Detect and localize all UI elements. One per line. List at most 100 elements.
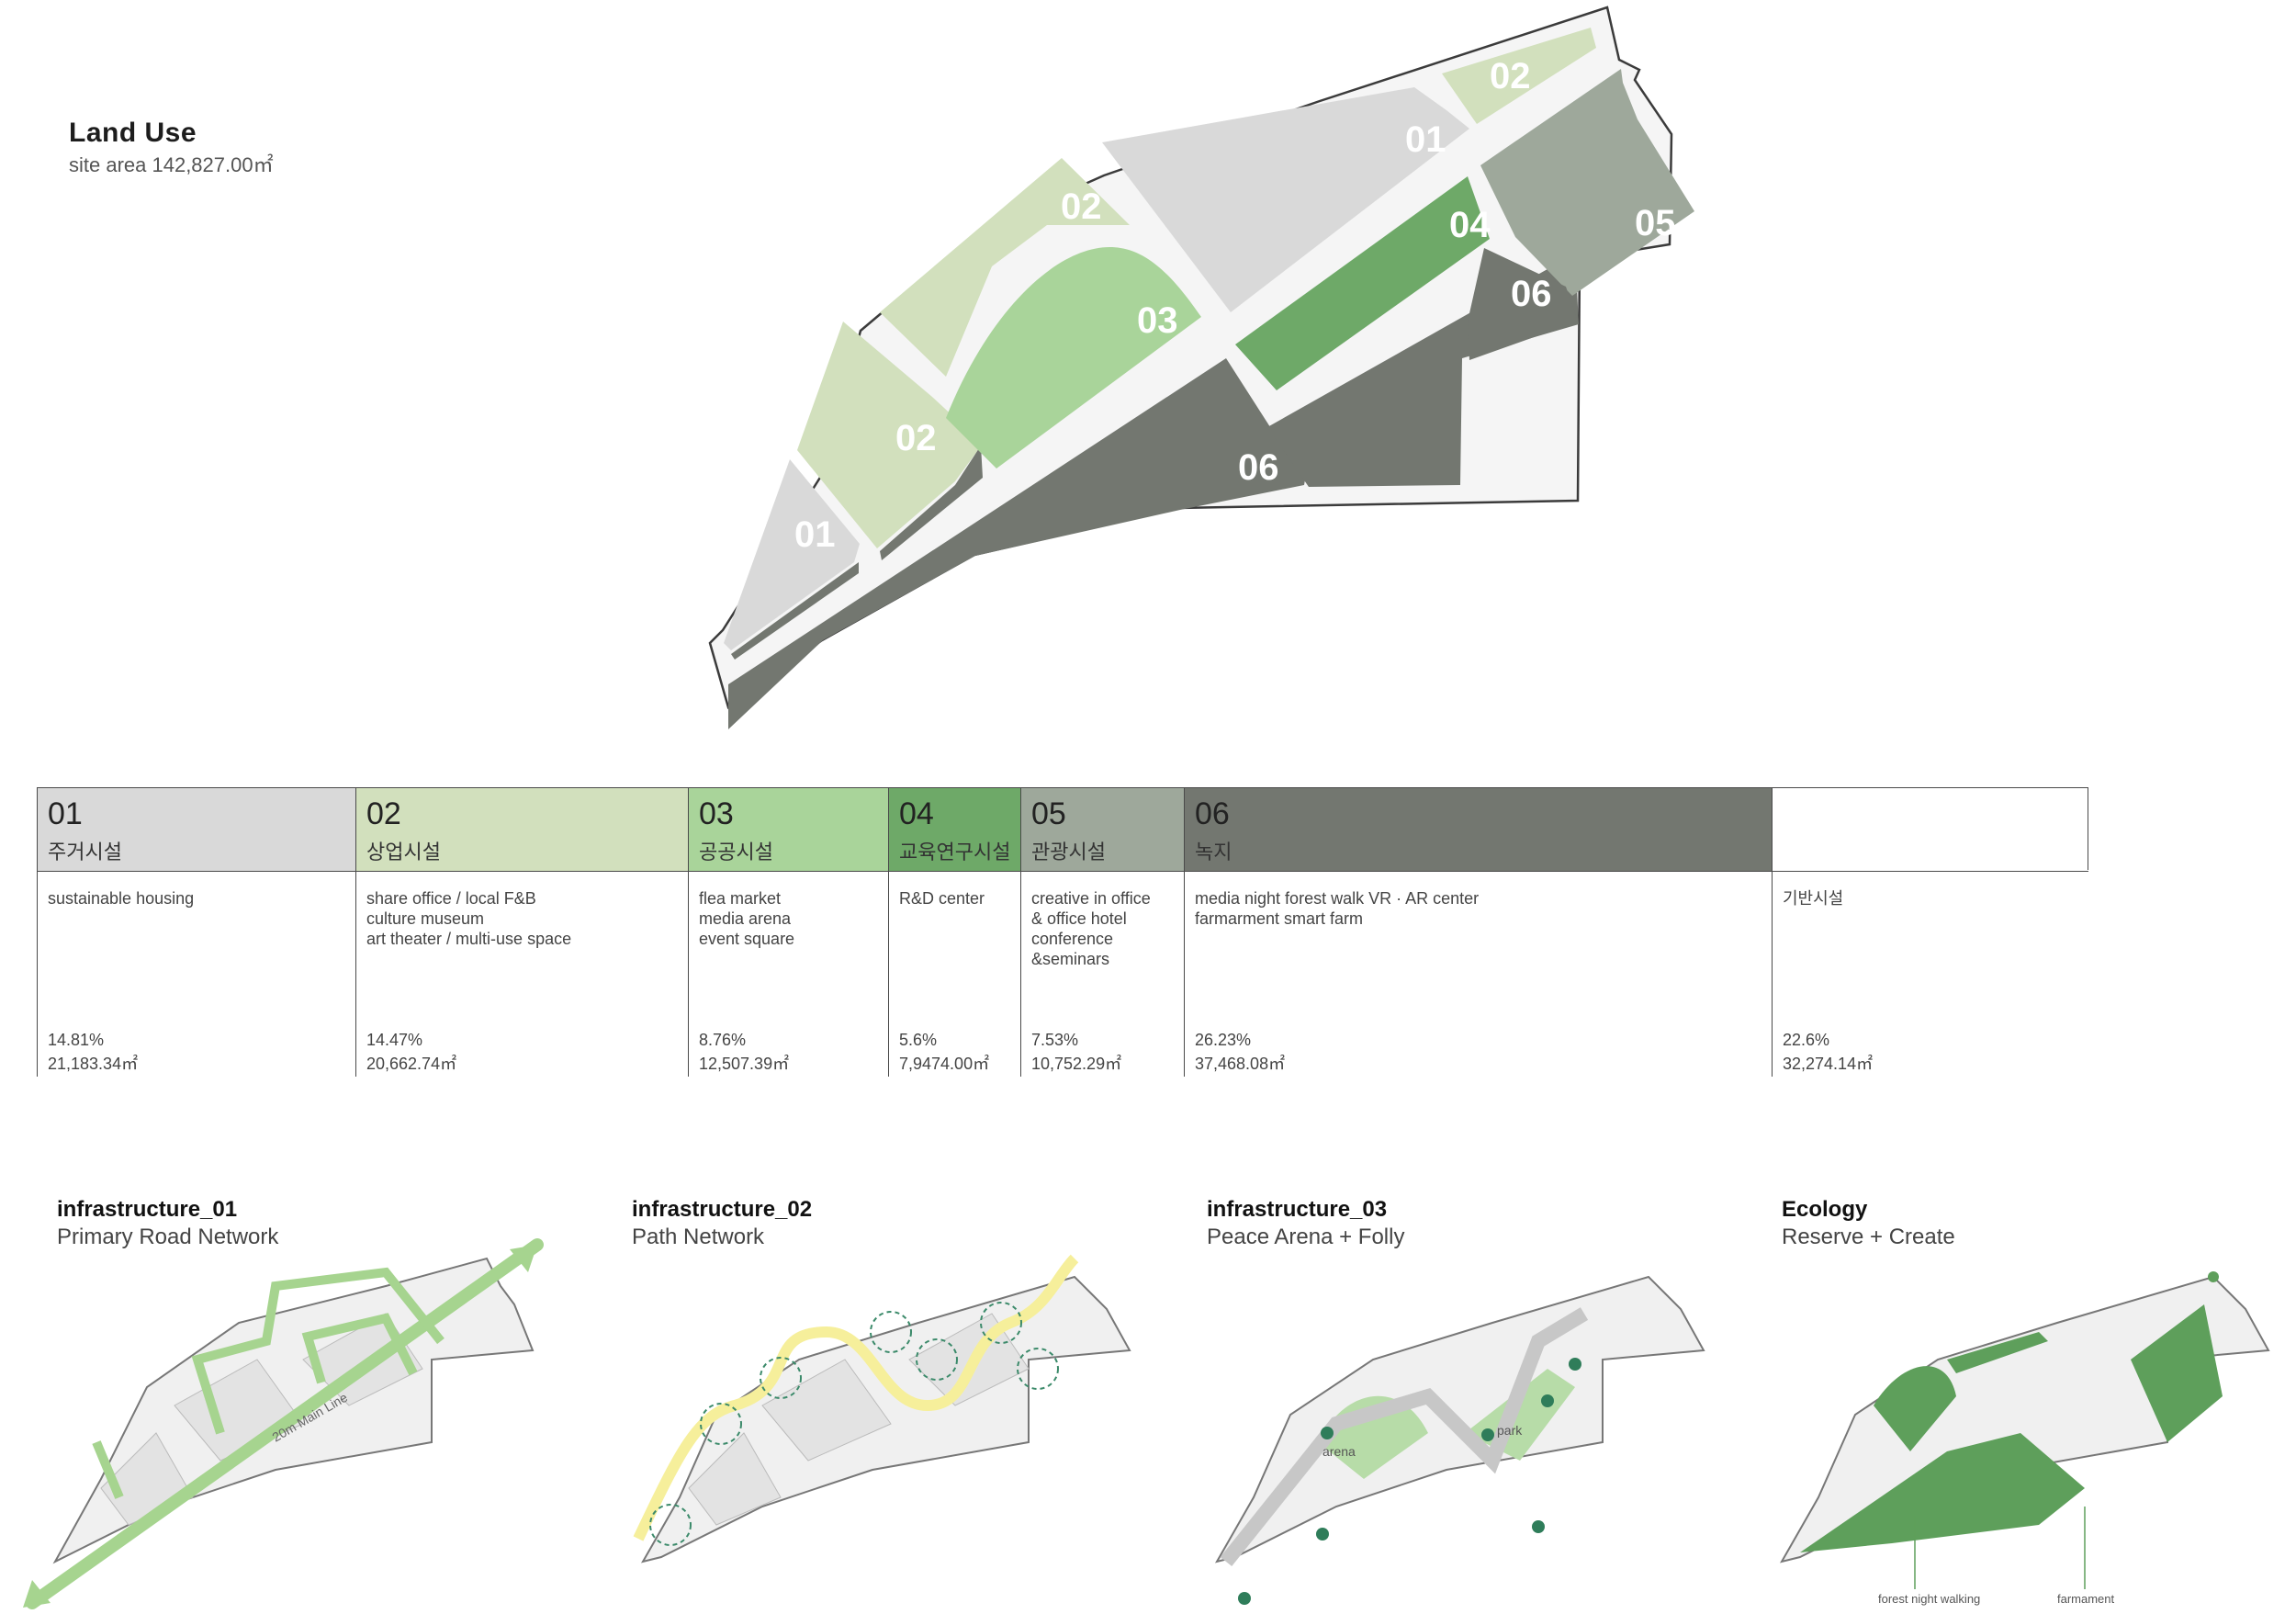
folly-dot [1238, 1592, 1251, 1605]
zone-category: 상업시설 [366, 841, 441, 863]
zone-category: 녹지 [1195, 841, 1232, 863]
label-z03: 03 [1137, 300, 1178, 341]
arrow-head-ne [510, 1245, 537, 1272]
color-swatch [1772, 787, 2088, 872]
zone-uses: share office / local F&B culture museum … [366, 889, 572, 948]
peace-arena-diagram: arena park [1214, 1275, 1705, 1605]
table-column-5: 05 관광시설 creative in office & office hotel … [1020, 787, 1184, 1077]
zone-area: 20,662.74㎡ [366, 1055, 457, 1073]
color-swatch [1184, 787, 1772, 872]
zone-percentage: 26.23% [1195, 1031, 1252, 1049]
zone-number: 06 [1195, 796, 1230, 831]
block [688, 1432, 782, 1526]
tip-dot [2208, 1271, 2219, 1282]
zone-uses: R&D center [899, 889, 985, 908]
label-z02-right: 02 [1490, 56, 1531, 96]
node-circle [700, 1403, 742, 1445]
folly-dot [1569, 1358, 1581, 1371]
folly-dot [1532, 1520, 1545, 1533]
zone-category: 공공시설 [699, 841, 773, 863]
node-circle [760, 1357, 802, 1399]
zone-area: 10,752.29㎡ [1031, 1055, 1122, 1073]
zone-number: 02 [366, 796, 401, 831]
zone-percentage: 22.6% [1783, 1031, 1830, 1049]
table-column-2: 02 상업시설 share office / local F&B culture m… [355, 787, 688, 1077]
zone-percentage: 7.53% [1031, 1031, 1079, 1049]
park-label: park [1497, 1423, 1523, 1438]
label-z02-mid: 02 [895, 418, 937, 458]
node-circle [980, 1302, 1022, 1344]
panel-4-title: Ecology [1782, 1197, 1868, 1222]
zone-number: 04 [899, 796, 934, 831]
land-use-map: 01 02 02 03 01 02 04 05 06 06 [708, 6, 1694, 729]
forest-walk-label-line1: forest night walking [1878, 1592, 1980, 1606]
zone-area: 37,468.08㎡ [1195, 1055, 1286, 1073]
zone-area: 12,507.39㎡ [699, 1055, 790, 1073]
zone-01-north [1102, 87, 1469, 312]
page-title: Land Use [69, 118, 197, 148]
panel-3-subtitle: Peace Arena + Folly [1207, 1225, 1405, 1249]
label-z06-b: 06 [1238, 447, 1279, 488]
label-z06-a: 06 [1511, 274, 1552, 314]
node-circle [649, 1504, 692, 1546]
green-band [1800, 1433, 2085, 1552]
zone-01-southwest [724, 459, 860, 650]
zone-03 [946, 247, 1201, 468]
zone-04 [1235, 176, 1490, 390]
road-network-diagram: 20m Main Line [23, 1238, 544, 1609]
zone-category: 교육연구시설 [899, 841, 1011, 863]
yellow-path [633, 1254, 1079, 1541]
label-z04: 04 [1449, 205, 1491, 245]
zone-area: 21,183.34㎡ [48, 1055, 139, 1073]
table-column-6: 06 녹지 media night forest walk VR · AR cent… [1184, 787, 1772, 1077]
zone-uses: creative in office & office hotel confer… [1031, 889, 1151, 968]
green-band [2131, 1304, 2223, 1442]
zone-uses: media night forest walk VR · AR center f… [1195, 889, 1480, 928]
zone-percentage: 14.47% [366, 1031, 423, 1049]
farmament-label: farmament [2057, 1592, 2115, 1606]
divider [355, 787, 356, 1077]
label-z01-left: 01 [794, 514, 836, 555]
zone-02-northeast [1442, 28, 1596, 124]
zone-category: 관광시설 [1031, 841, 1106, 863]
panel-1-subtitle: Primary Road Network [57, 1225, 279, 1249]
label-z02-top: 02 [1061, 186, 1102, 227]
folly-dot [1321, 1427, 1334, 1439]
zone-uses: sustainable housing [48, 889, 195, 908]
zone-number: 03 [699, 796, 734, 831]
color-swatch [37, 787, 355, 872]
panel-4-subtitle: Reserve + Create [1782, 1225, 1955, 1249]
zone-uses: flea market media arena event square [699, 889, 795, 948]
zone-percentage: 5.6% [899, 1031, 938, 1049]
zone-06-south [728, 358, 1313, 729]
zone-category: 주거시설 [48, 841, 122, 863]
color-swatch [1020, 787, 1184, 872]
arena-label: arena [1322, 1444, 1356, 1459]
table-column-7: 기반시설 22.6% 32,274.14㎡ [1772, 787, 2088, 1077]
divider [1772, 787, 1773, 1077]
path-network-diagram [633, 1254, 1131, 1563]
zone-percentage: 14.81% [48, 1031, 105, 1049]
branch-road [92, 1267, 445, 1499]
divider [688, 787, 689, 1077]
zone-number: 05 [1031, 796, 1066, 831]
zone-area: 32,274.14㎡ [1783, 1055, 1874, 1073]
panel-3-title: infrastructure_03 [1207, 1197, 1388, 1222]
zone-06-wedge [880, 446, 983, 560]
main-road-arrow [26, 1238, 544, 1609]
ecology-diagram: forest night walking farmament [1779, 1271, 2270, 1606]
arrow-head-sw [23, 1580, 51, 1608]
label-z05: 05 [1635, 203, 1676, 243]
node-circle [870, 1311, 912, 1353]
forest-walk-label: forest night walking [1878, 1592, 1980, 1606]
folly-dot [1481, 1428, 1494, 1441]
green-band [1874, 1366, 1956, 1451]
zone-06-northeast [1468, 248, 1578, 360]
panel-2-title: infrastructure_02 [632, 1197, 813, 1222]
zone-uses: 기반시설 [1783, 889, 1844, 908]
zone-02-north [880, 158, 1130, 377]
node-circle [1017, 1348, 1059, 1390]
